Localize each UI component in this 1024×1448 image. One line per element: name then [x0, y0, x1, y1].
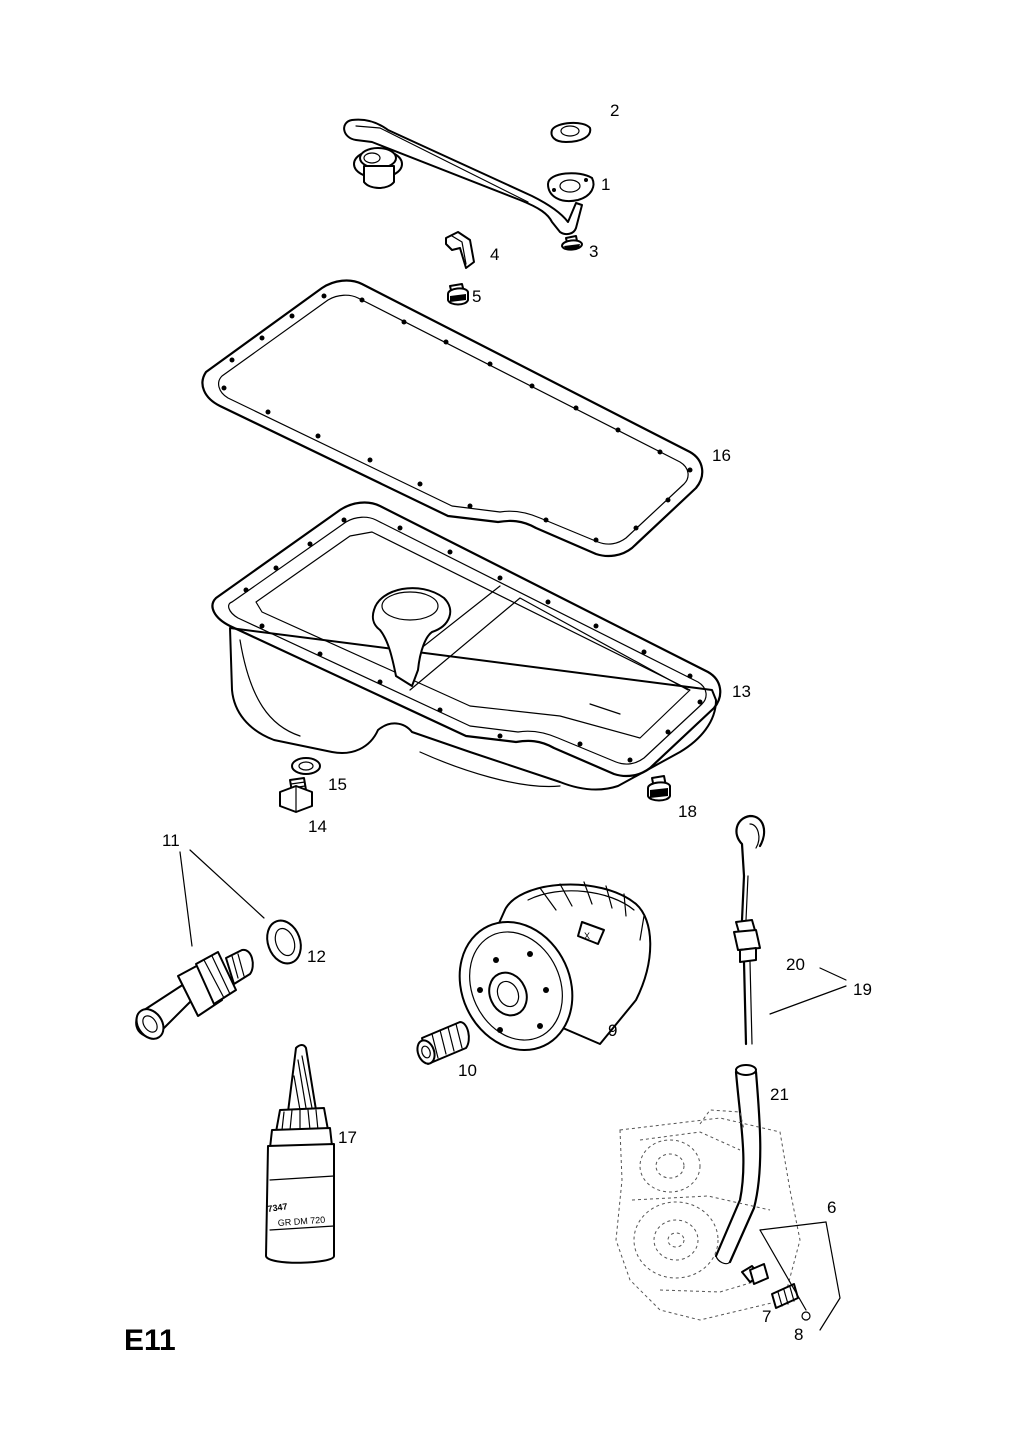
pan-bolt-holes [243, 517, 703, 763]
oil-pickup-tube [343, 118, 595, 236]
callout-17: 17 [338, 1128, 357, 1147]
drain-washer [291, 757, 321, 775]
gasket-bolt-holes [221, 293, 693, 543]
callout-15: 15 [328, 775, 347, 794]
bolt-kit [741, 1263, 811, 1321]
callout-20: 20 [786, 955, 805, 974]
pickup-screw [561, 235, 583, 251]
pan-plug [647, 775, 671, 802]
sealant-bottle: 7347 GR DM 720 [265, 1044, 335, 1264]
dipstick [733, 814, 766, 1046]
sheet-code: E11 [124, 1324, 176, 1357]
callout-8: 8 [794, 1325, 803, 1344]
callout-9: 9 [608, 1021, 617, 1040]
callout-1: 1 [601, 175, 610, 194]
drain-plug [279, 777, 313, 813]
callout-13: 13 [732, 682, 751, 701]
pickup-gasket [550, 122, 592, 143]
pickup-bracket [445, 231, 475, 269]
engine-block-outline [615, 1109, 801, 1321]
callout-14: 14 [308, 817, 327, 836]
sealing-ring [266, 919, 302, 965]
filter-mark: X [584, 931, 590, 941]
bottle-code: 7347 [267, 1201, 288, 1214]
oil-pan [211, 501, 722, 791]
callout-10: 10 [458, 1061, 477, 1080]
leader-lines [179, 849, 847, 1331]
oil-filter: X [458, 881, 652, 1052]
callout-4: 4 [490, 245, 499, 264]
callout-2: 2 [610, 101, 619, 120]
bottle-small-text: GR DM 720 [277, 1215, 325, 1228]
callout-11: 11 [162, 831, 180, 850]
callout-12: 12 [307, 947, 326, 966]
callout-5: 5 [472, 287, 481, 306]
dipstick-tube [714, 1064, 762, 1265]
callout-labels: 2 1 3 4 5 16 13 15 14 18 11 12 9 10 20 1… [162, 101, 872, 1344]
oil-pressure-switch [135, 948, 254, 1040]
bracket-bolt [447, 283, 469, 306]
callout-19: 19 [853, 980, 872, 999]
oil-pan-gasket [201, 279, 704, 558]
callout-16: 16 [712, 446, 731, 465]
callout-6: 6 [827, 1198, 836, 1217]
callout-18: 18 [678, 802, 697, 821]
callout-3: 3 [589, 242, 598, 261]
callout-7: 7 [762, 1307, 771, 1326]
threaded-nipple [416, 1021, 470, 1065]
callout-21: 21 [770, 1085, 789, 1104]
